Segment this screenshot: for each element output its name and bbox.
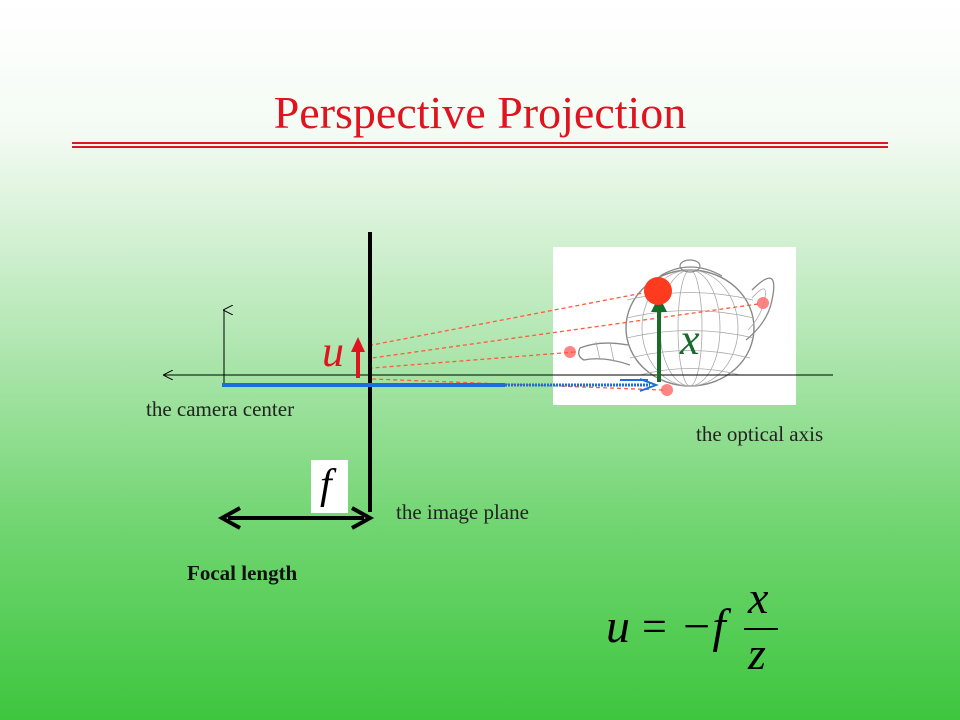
- u-symbol: u: [322, 327, 344, 376]
- projection-formula: u = −f x z: [606, 574, 806, 680]
- optical-axis-label: the optical axis: [696, 422, 824, 446]
- title-underline: [72, 142, 888, 144]
- f-symbol: f: [320, 462, 332, 508]
- x-symbol: x: [680, 315, 700, 364]
- image-plane-label: the image plane: [396, 500, 529, 524]
- world-point: [644, 277, 672, 305]
- f-box: [311, 460, 348, 513]
- focal-length-label: Focal length: [187, 561, 298, 585]
- formula-lhs: u: [606, 600, 630, 653]
- teapot-image: [553, 247, 796, 405]
- formula-numerator: x: [748, 572, 769, 623]
- formula-fraction-bar: [744, 628, 778, 630]
- title-underline-2: [72, 146, 888, 148]
- formula-denominator: z: [748, 628, 766, 679]
- camera-center-label: the camera center: [146, 397, 295, 421]
- projection-rays: [371, 291, 759, 391]
- formula-minus-f: −f: [680, 600, 726, 653]
- formula-equals: =: [642, 602, 667, 651]
- page-title: Perspective Projection: [273, 87, 687, 138]
